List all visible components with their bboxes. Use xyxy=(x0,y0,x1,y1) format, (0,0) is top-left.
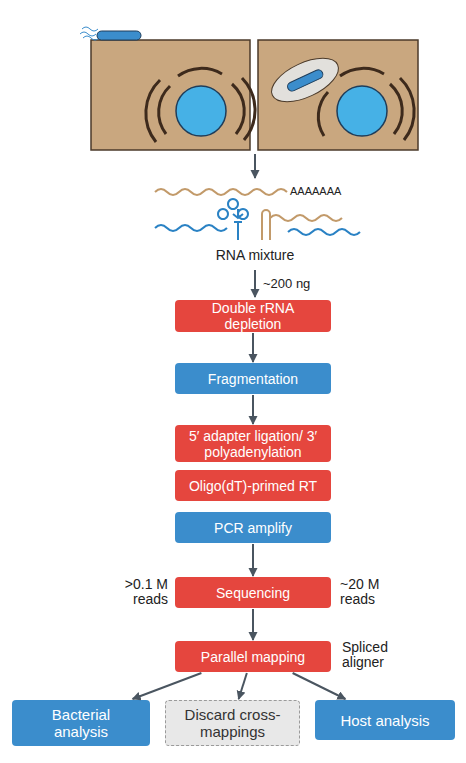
flow-arrow xyxy=(293,673,346,699)
box-label: Parallel mapping xyxy=(201,649,305,665)
bacterium xyxy=(97,31,141,40)
er-membranes xyxy=(146,68,255,142)
output-box: Host analysis xyxy=(315,700,455,740)
flow-arrow xyxy=(254,270,256,297)
nucleus xyxy=(337,86,387,136)
discard-box: Discard cross-mappings xyxy=(165,700,300,746)
process-box: Oligo(dT)-primed RT xyxy=(175,470,331,501)
box-label: 5′ adapter ligation/ 3′ polyadenylation xyxy=(183,428,323,460)
annotation: ~200 ng xyxy=(263,276,343,291)
annotation: RNA mixture xyxy=(195,248,315,263)
flow-arrow xyxy=(252,333,254,362)
flow-arrow xyxy=(252,609,254,640)
annotation: >0.1 M reads xyxy=(98,577,168,607)
er-membranes xyxy=(318,68,414,140)
flow-arrow xyxy=(252,544,254,576)
nucleus xyxy=(176,86,226,136)
process-box: Double rRNA depletion xyxy=(175,300,331,332)
annotation: Spliced aligner xyxy=(342,640,412,670)
output-box: Bacterial analysis xyxy=(12,700,150,746)
box-label: Oligo(dT)-primed RT xyxy=(189,478,317,494)
vacuole xyxy=(265,49,345,110)
box-label: PCR amplify xyxy=(214,520,292,536)
host-cell xyxy=(258,40,418,150)
process-box: Fragmentation xyxy=(175,363,331,394)
annotation: AAAAAAA xyxy=(290,184,360,199)
box-label: Sequencing xyxy=(216,585,290,601)
process-box: 5′ adapter ligation/ 3′ polyadenylation xyxy=(175,425,331,462)
flow-arrow xyxy=(133,673,202,699)
box-label: Host analysis xyxy=(340,712,429,729)
box-label: Discard cross-mappings xyxy=(178,706,287,740)
process-box: Parallel mapping xyxy=(175,641,331,672)
box-label: Double rRNA depletion xyxy=(183,300,323,332)
process-box: PCR amplify xyxy=(175,512,331,543)
box-label: Bacterial analysis xyxy=(24,706,138,740)
annotation: ~20 M reads xyxy=(340,577,410,607)
flow-arrow xyxy=(239,673,247,699)
flow-arrow xyxy=(254,154,256,178)
bacterium xyxy=(286,68,324,92)
host-cell xyxy=(91,40,250,150)
process-box: Sequencing xyxy=(175,577,331,608)
box-label: Fragmentation xyxy=(208,371,298,387)
flow-arrow xyxy=(252,395,254,424)
flagella xyxy=(80,27,99,40)
